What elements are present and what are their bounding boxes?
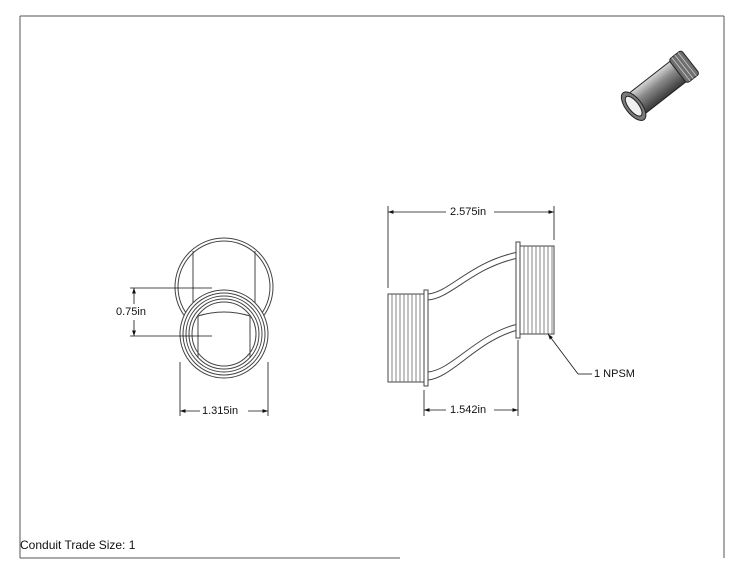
trade-size-note: Conduit Trade Size: 1	[20, 538, 136, 552]
isometric-view	[620, 50, 699, 121]
dimension-lines	[130, 206, 592, 416]
thread-callout-label: 1 NPSM	[592, 368, 637, 380]
dim-offset-label: 0.75in	[114, 306, 148, 318]
dim-outer-diameter-label: 1.315in	[200, 405, 241, 417]
sheet-border	[19, 15, 725, 559]
dim-overall-length-label: 2.575in	[448, 206, 489, 218]
end-view	[174, 237, 274, 379]
right-threads	[523, 246, 553, 334]
dim-offset-length-label: 1.542in	[448, 404, 489, 416]
side-view	[387, 241, 555, 387]
left-threads	[391, 294, 421, 382]
